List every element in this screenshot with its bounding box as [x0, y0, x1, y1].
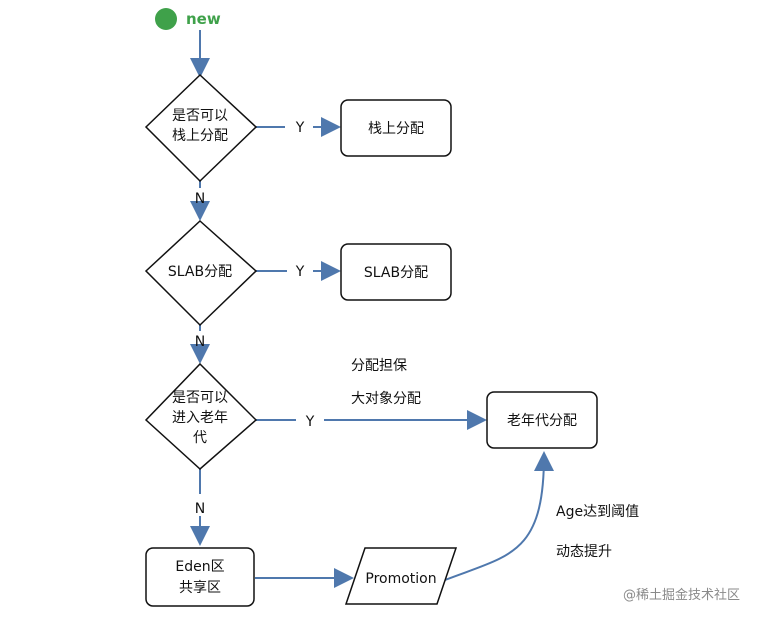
edge-labels: Y N Y N Y N [195, 120, 315, 517]
eden-line1: Eden区 [175, 559, 224, 575]
eden-line2: 共享区 [179, 579, 221, 596]
stack-yes-label: Y [295, 120, 305, 136]
guarantee-annotation: 分配担保 [351, 358, 407, 374]
decision-old-line3: 代 [193, 430, 207, 446]
annotations: 分配担保 大对象分配 Age达到阈值 动态提升 [351, 358, 639, 560]
large-object-annotation: 大对象分配 [351, 391, 421, 407]
start-label: new [186, 10, 221, 28]
slab-no-label: N [195, 334, 205, 350]
stack-allocation-label: 栈上分配 [368, 121, 424, 137]
decision-old-generation: 是否可以 进入老年 代 [144, 362, 258, 471]
age-threshold-annotation: Age达到阈值 [556, 504, 639, 520]
stack-allocation-box: 栈上分配 [340, 99, 452, 157]
old-generation-label: 老年代分配 [507, 413, 577, 429]
eden-shared-box: Eden区 共享区 [145, 547, 255, 607]
promotion-label: Promotion [365, 571, 436, 587]
decision-stack-allocation: 是否可以 栈上分配 [144, 73, 258, 183]
slab-yes-label: Y [295, 264, 305, 280]
decision-old-line1: 是否可以 [172, 390, 228, 406]
decision-old-line2: 进入老年 [172, 410, 228, 426]
slab-allocation-label: SLAB分配 [364, 265, 428, 281]
start-node: new [155, 8, 221, 30]
watermark: @稀土掘金技术社区 [623, 587, 740, 603]
connectors [190, 30, 554, 588]
start-circle [155, 8, 177, 30]
decision-stack-line1: 是否可以 [172, 108, 228, 124]
old-no-label: N [195, 501, 205, 517]
dynamic-promotion-annotation: 动态提升 [556, 544, 612, 560]
old-generation-box: 老年代分配 [486, 391, 598, 449]
slab-allocation-box: SLAB分配 [340, 243, 452, 301]
promotion-node: Promotion [344, 547, 458, 605]
decision-stack-line2: 栈上分配 [172, 128, 228, 144]
old-yes-label: Y [305, 414, 315, 430]
promotion-to-old-arrow [444, 451, 554, 581]
decision-slab-label: SLAB分配 [168, 264, 232, 280]
decision-slab-allocation: SLAB分配 [144, 219, 258, 327]
stack-no-label: N [195, 191, 205, 207]
